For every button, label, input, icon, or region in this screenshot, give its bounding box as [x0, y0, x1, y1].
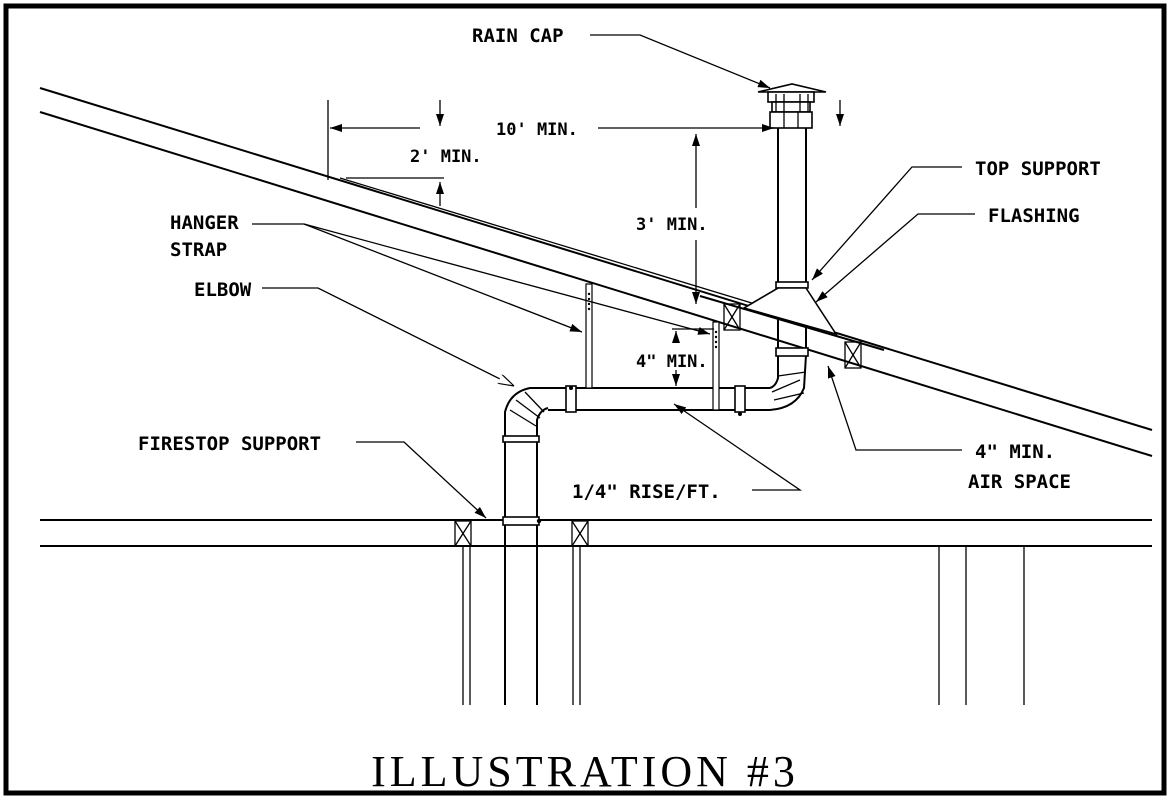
strap-label: STRAP	[170, 239, 227, 261]
air-space-line2-label: AIR SPACE	[968, 471, 1071, 493]
elbow-callout: ELBOW	[194, 279, 514, 386]
four-in-min-label: 4" MIN.	[636, 352, 708, 372]
border	[3, 3, 1167, 796]
three-ft-min-label: 3' MIN.	[636, 215, 708, 235]
roof	[39, 87, 1153, 457]
rain-cap-callout: RAIN CAP	[472, 25, 771, 89]
firestop-support-label: FIRESTOP SUPPORT	[138, 433, 321, 455]
hanger-strap-callout: HANGER STRAP	[170, 212, 711, 335]
rise-per-ft-label: 1/4" RISE/FT.	[572, 481, 721, 503]
top-support-label: TOP SUPPORT	[975, 158, 1101, 180]
roof-rafter	[339, 177, 756, 305]
air-space-line1-label: 4" MIN.	[975, 441, 1055, 463]
hanger-straps	[585, 283, 720, 411]
roof-blocks	[723, 303, 862, 369]
flashing-callout: FLASHING	[815, 205, 1080, 303]
flashing-cone	[699, 287, 885, 351]
illustration-title: ILLUSTRATION #3	[371, 747, 799, 796]
rise-callout: 1/4" RISE/FT.	[572, 403, 803, 503]
top-support-callout: TOP SUPPORT	[811, 158, 1101, 281]
rain-cap	[757, 83, 827, 129]
elbow-label: ELBOW	[194, 279, 252, 301]
rain-cap-label: RAIN CAP	[472, 25, 564, 47]
air-space-callout: 4" MIN. AIR SPACE	[827, 365, 1071, 493]
two-ft-min-label: 2' MIN.	[410, 147, 482, 167]
firestop-blocks	[454, 520, 589, 547]
dim-10ft: 10' MIN.	[327, 100, 774, 180]
ceiling-joist	[40, 519, 1152, 547]
dim-4in: 4" MIN.	[636, 328, 714, 386]
upper-elbow	[769, 354, 807, 411]
vertical-lower-pipe	[502, 428, 542, 705]
flashing-label: FLASHING	[988, 205, 1080, 227]
hanger-label: HANGER	[170, 212, 239, 234]
firestop-support-callout: FIRESTOP SUPPORT	[138, 433, 487, 519]
dim-2ft: 2' MIN.	[346, 100, 482, 206]
ten-ft-min-label: 10' MIN.	[496, 120, 578, 140]
dim-3ft: 3' MIN.	[636, 134, 708, 304]
horizontal-pipe	[548, 385, 770, 416]
lower-elbow	[504, 387, 549, 428]
wall-studs	[462, 546, 1025, 705]
